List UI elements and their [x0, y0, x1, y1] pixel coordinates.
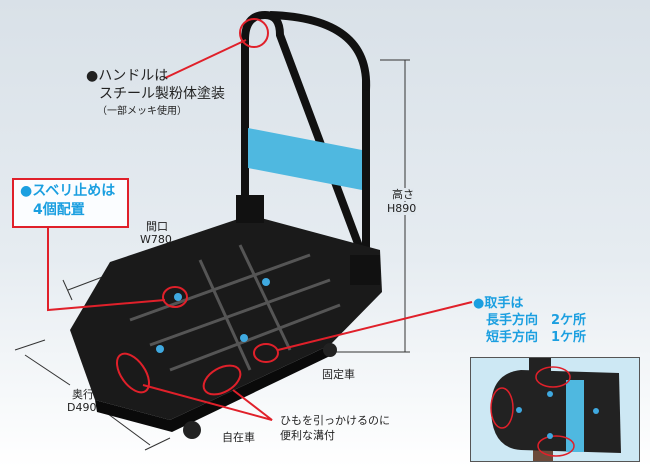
height-value: H890 [387, 202, 417, 216]
grip-line1: ●取手は [473, 296, 524, 311]
handle-callout-material: スチール製粉体塗装 [99, 86, 225, 102]
depth-label: 奥行 [72, 388, 94, 401]
anti-slip-callout [12, 178, 129, 228]
width-value: W780 [140, 233, 172, 246]
blue-band [248, 128, 362, 190]
anti-slip-pads [156, 278, 270, 353]
swivel-wheel-label: 自在車 [222, 431, 255, 444]
fixed-wheel-label: 固定車 [322, 368, 355, 381]
groove-line2: 便利な溝付 [280, 429, 335, 442]
grip-line2: 長手方向 2ケ所 [486, 313, 587, 328]
swivel-wheel [183, 421, 201, 439]
anti-slip-line1: ●スベリ止めは [20, 183, 116, 199]
handle-callout-title: ●ハンドルは [86, 68, 169, 84]
handle-bar [241, 10, 370, 269]
grip-inset-photo [470, 357, 640, 462]
fixed-wheel [323, 343, 337, 357]
width-label: 間口 [146, 220, 168, 233]
anti-slip-line2: 4個配置 [33, 202, 85, 218]
grip-line3: 短手方向 1ケ所 [486, 330, 587, 345]
depth-value: D490 [67, 401, 97, 414]
handle-callout-note: （一部メッキ使用） [97, 106, 187, 117]
groove-line1: ひもを引っかけるのに [280, 414, 390, 427]
height-label: 高さ [392, 188, 414, 202]
